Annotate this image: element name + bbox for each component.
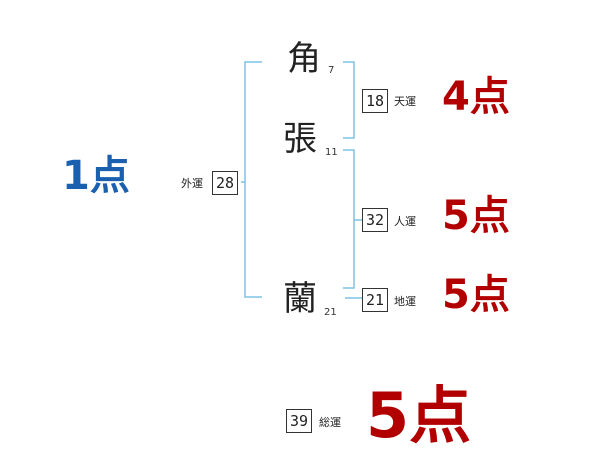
- tenun-score: 4点: [442, 74, 510, 120]
- tenun-value-box: 18: [362, 89, 388, 113]
- souun-value-box: 39: [286, 409, 312, 433]
- stroke-count-3: 21: [324, 307, 337, 318]
- gaiun-value-box: 28: [212, 171, 238, 195]
- name-char-2: 張: [283, 119, 317, 159]
- jinun-bracket: [343, 149, 355, 289]
- chiun-value-box: 21: [362, 288, 388, 312]
- jinun-score: 5点: [442, 193, 510, 239]
- name-char-3: 蘭: [283, 279, 317, 319]
- gaiun-score: 1点: [62, 153, 130, 199]
- jinun-value-box: 32: [362, 208, 388, 232]
- outer-bracket: [244, 61, 262, 298]
- souun-label: 総運: [319, 416, 341, 429]
- stroke-count-2: 11: [325, 147, 338, 158]
- chiun-score: 5点: [442, 272, 510, 318]
- name-char-1: 角: [287, 39, 321, 79]
- tenun-label: 天運: [394, 95, 416, 108]
- gaiun-label: 外運: [181, 177, 203, 190]
- stroke-count-1: 7: [328, 65, 335, 76]
- jinun-label: 人運: [394, 215, 416, 228]
- tenun-bracket: [343, 61, 355, 139]
- chiun-label: 地運: [394, 295, 416, 308]
- souun-score: 5点: [366, 379, 472, 452]
